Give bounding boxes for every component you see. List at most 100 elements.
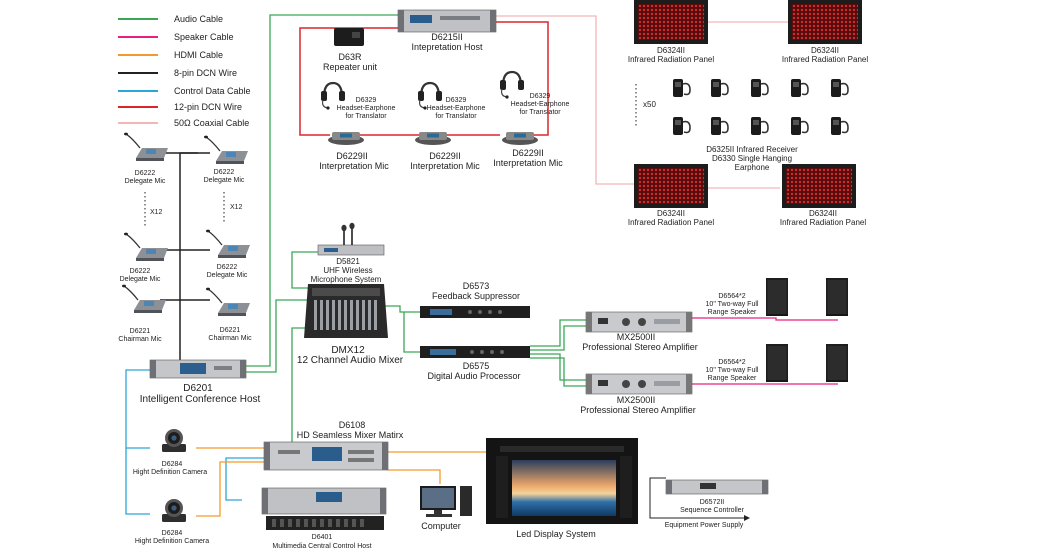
audio-mixer: DMX12 12 Channel Audio Mixer: [297, 284, 404, 366]
speaker-icon: [765, 343, 789, 383]
delegate-mic: D6222 Delegate Mic: [203, 134, 249, 184]
device-model: D6564*2: [718, 359, 745, 366]
interpretation-mic: D6229II Interpretation Mic: [319, 132, 389, 171]
device-label: Chairman Mic: [208, 335, 252, 342]
device-model: D6324II: [657, 209, 685, 218]
device-label: Multimedia Central Control Host: [272, 543, 371, 550]
device-label: Interpretation Mic: [493, 158, 563, 168]
device-label: Digital Audio Processor: [427, 371, 520, 381]
speaker-icon: [825, 277, 849, 317]
device-model: D6215II: [431, 32, 463, 42]
device-label: Computer: [421, 521, 461, 531]
receiver-count: x50: [643, 100, 656, 109]
sequence-controller: D6572II Sequence Controller Equipment Po…: [665, 479, 769, 529]
device-label: HD Seamless Mixer Matirx: [297, 430, 404, 440]
amplifier-icon: [585, 311, 693, 333]
legend-label: 50Ω Coaxial Cable: [174, 118, 249, 128]
repeater-unit: D63R Repeater unit: [323, 28, 378, 72]
device-label: Intepretation Host: [411, 42, 483, 52]
device-label: Delegate Mic: [125, 178, 166, 185]
device-label: Repeater unit: [323, 62, 378, 72]
device-model: D6229II: [336, 151, 368, 161]
receiver-grid: [672, 78, 849, 136]
delegate-mic-icon: [203, 134, 249, 165]
infrared-panel-icon: [634, 164, 708, 208]
device-model: MX2500II: [617, 332, 656, 342]
speaker-pair: D6564*2 10" Two-way Full Range Speaker: [706, 343, 849, 383]
device-model: D6222: [214, 169, 235, 176]
infrared-panel: D6324II Infrared Radiation Panel: [628, 0, 715, 64]
legend-item-dcn12: 12-pin DCN Wire: [118, 102, 242, 112]
receiver-icon: [672, 116, 691, 136]
legend-label: Audio Cable: [174, 14, 223, 24]
delegate-mic: D6222 Delegate Mic: [120, 231, 169, 283]
receiver-icon: [710, 78, 729, 98]
quantity-label: X12: [150, 209, 163, 216]
device-label: Hight Definition Camera: [135, 538, 209, 545]
delegate-mic: D6222 Delegate Mic: [123, 131, 169, 185]
device-model: D6221: [220, 327, 241, 334]
chairman-mic-icon: [205, 286, 251, 317]
interpretation-mic: D6229II Interpretation Mic: [493, 132, 563, 168]
device-label: UHF Wireless: [323, 266, 372, 275]
legend-item-speaker: Speaker Cable: [118, 32, 234, 42]
device-model: D6401: [312, 534, 333, 541]
device-model: D6329: [446, 97, 467, 104]
interpretation-mic-icon: [328, 132, 364, 145]
device-label: Range Speaker: [708, 309, 757, 316]
camera-icon: [162, 499, 186, 522]
device-label: Headset-Earphone: [337, 105, 396, 112]
device-model: D6229II: [429, 151, 461, 161]
device-label: Equipment Power Supply: [665, 522, 744, 529]
headset-earphone: D6329 Headset-Earphone for Translator: [416, 81, 486, 120]
device-model: D6324II: [657, 46, 685, 55]
device-model: D6573: [463, 281, 490, 291]
led-display-system: Led Display System: [486, 438, 638, 539]
delegate-mic-icon: [123, 231, 169, 262]
device-model: D6564*2: [718, 293, 745, 300]
device-label: Feedback Suppressor: [432, 291, 520, 301]
legend-item-control: Control Data Cable: [118, 86, 251, 96]
device-label: Headset-Earphone: [427, 105, 486, 112]
device-model: D6324II: [811, 46, 839, 55]
legend-item-dcn8: 8-pin DCN Wire: [118, 68, 237, 78]
device-label: Intelligent Conference Host: [140, 394, 261, 405]
legend-item-coaxial: 50Ω Coaxial Cable: [118, 118, 249, 128]
legend-label: 12-pin DCN Wire: [174, 102, 242, 112]
infrared-panel-icon: [788, 0, 862, 44]
headset-earphone: D6329 Headset-Earphone for Translator: [498, 70, 569, 116]
device-label: Sequence Controller: [680, 507, 744, 514]
chairman-mic: D6221 Chairman Mic: [205, 286, 252, 342]
interpretation-host: D6215II Intepretation Host: [397, 9, 497, 52]
delegate-mic: D6222 Delegate Mic: [205, 228, 251, 279]
speaker-icon: [825, 343, 849, 383]
device-label: D6330 Single Hanging: [712, 154, 792, 163]
receiver-icon: [790, 78, 809, 98]
speaker-pair: D6564*2 10" Two-way Full Range Speaker: [706, 277, 849, 317]
device-model: D6108: [339, 420, 366, 430]
legend-item-audio: Audio Cable: [118, 14, 223, 24]
device-label: Led Display System: [516, 529, 596, 539]
device-model: D63R: [338, 52, 362, 62]
stereo-amplifier: MX2500II Professional Stereo Amplifier: [582, 311, 698, 352]
receiver-icon: [830, 116, 849, 136]
legend-label: 8-pin DCN Wire: [174, 68, 237, 78]
device-label: Infrared Radiation Panel: [628, 55, 715, 64]
device-label: Chairman Mic: [118, 336, 162, 343]
legend: Audio Cable Speaker Cable HDMI Cable 8-p…: [118, 14, 251, 128]
device-label: Infrared Radiation Panel: [780, 218, 867, 227]
legend-label: Speaker Cable: [174, 32, 234, 42]
device-label: Interpretation Mic: [410, 161, 480, 171]
interpretation-mic: D6229II Interpretation Mic: [410, 132, 480, 171]
stereo-amplifier: MX2500II Professional Stereo Amplifier: [580, 373, 696, 415]
infrared-panel: D6324II Infrared Radiation Panel: [780, 164, 867, 227]
receiver-icon: [672, 78, 691, 98]
delegate-mic-icon: [205, 228, 251, 259]
device-label: Infrared Radiation Panel: [628, 218, 715, 227]
device-model: D6284: [162, 530, 183, 537]
device-model: D6324II: [809, 209, 837, 218]
device-label: Professional Stereo Amplifier: [580, 405, 696, 415]
interpretation-mic-icon: [502, 132, 538, 145]
camera-icon: [162, 429, 186, 452]
